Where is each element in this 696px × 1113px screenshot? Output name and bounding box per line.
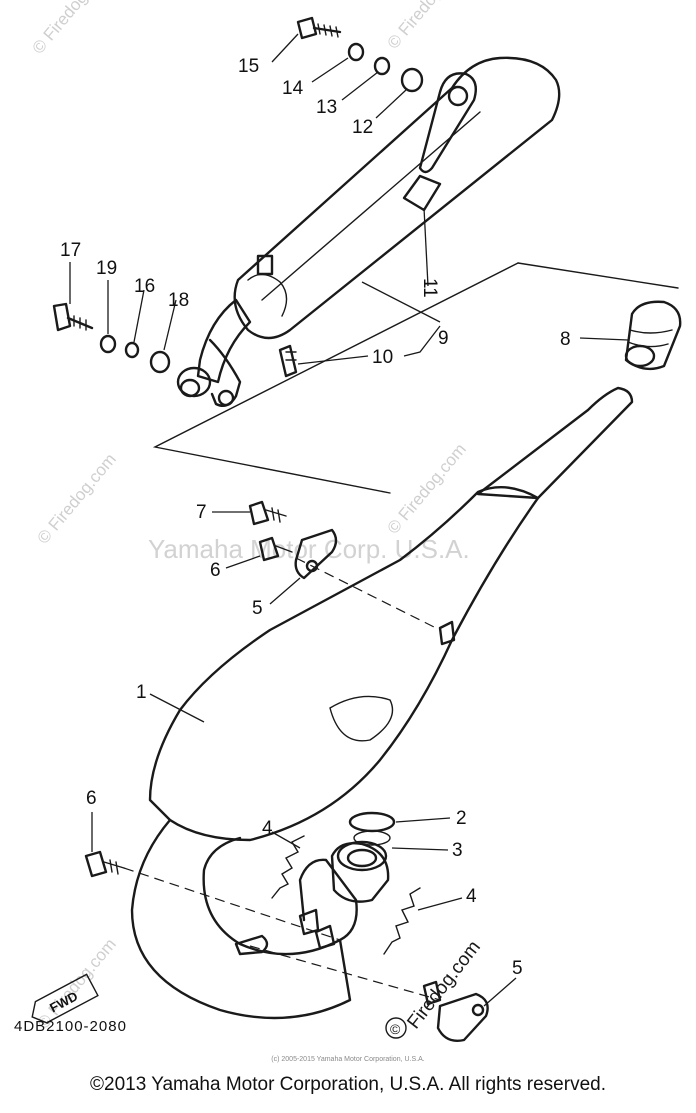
- callout-19: 19: [96, 258, 117, 279]
- callout-5: 5: [252, 598, 263, 619]
- watermark-firedog: © Firedog.com: [29, 0, 115, 58]
- spring-4b: [383, 887, 421, 955]
- callout-11: 11: [419, 278, 440, 298]
- leader-lines: [69, 33, 629, 1007]
- callout-1: 1: [136, 682, 147, 703]
- grommet-18: [149, 350, 171, 374]
- callout-12: 12: [352, 117, 373, 138]
- bolt-10: [278, 344, 298, 378]
- callout-2: 2: [456, 808, 467, 829]
- copyright-footer: ©2013 Yamaha Motor Corporation, U.S.A. A…: [90, 1074, 606, 1095]
- callout-6: 6: [210, 560, 221, 581]
- grommet-12: [400, 67, 424, 93]
- bolt-15: [296, 16, 342, 40]
- bolt-6-upper: [258, 536, 293, 562]
- callout-4-right: 4: [466, 886, 477, 907]
- watermarks: © Firedog.com © Firedog.com © Firedog.co…: [29, 0, 470, 1033]
- firedog-brand-text: Firedog.com: [403, 937, 485, 1033]
- callout-4: 4: [262, 818, 273, 839]
- alignment-lines: [123, 557, 441, 1001]
- watermark-firedog: © Firedog.com: [384, 440, 470, 538]
- exhaust-chamber: [84, 386, 634, 1042]
- callout-3: 3: [452, 840, 463, 861]
- callout-10: 10: [372, 347, 393, 368]
- callout-13: 13: [316, 97, 337, 118]
- washer-14: [347, 42, 365, 62]
- muffler-assembly: [52, 16, 682, 494]
- bolt-7: [248, 500, 287, 526]
- callout-18: 18: [168, 290, 189, 311]
- callout-6-lower: 6: [86, 788, 97, 809]
- collar-13: [373, 56, 391, 76]
- callout-14: 14: [282, 78, 304, 99]
- gasket-2: [348, 811, 396, 833]
- callout-labels: 15 14 13 12 17 19 16 18 11 9 10 8 7 6 5 …: [60, 56, 571, 979]
- callout-5-lower: 5: [512, 958, 523, 979]
- spring-4a: [271, 835, 305, 899]
- callout-16: 16: [134, 276, 155, 297]
- watermark-firedog: © Firedog.com: [384, 0, 470, 53]
- callout-8: 8: [560, 329, 571, 350]
- callout-15: 15: [238, 56, 259, 77]
- firedog-copyright-glyph: ©: [390, 1021, 401, 1037]
- callout-17: 17: [60, 240, 81, 261]
- bolt-17: [52, 302, 94, 332]
- watermark-firedog: © Firedog.com: [34, 450, 120, 548]
- collar-16: [124, 341, 140, 359]
- callout-9: 9: [438, 328, 449, 349]
- joint-8: [624, 300, 682, 371]
- bolt-6-lower: [84, 850, 125, 878]
- washer-19: [99, 334, 117, 354]
- bracket-5-upper: [294, 528, 338, 580]
- callout-7: 7: [196, 502, 207, 523]
- firedog-mark: © Firedog.com: [385, 937, 485, 1039]
- diagram-code: 4DB2100-2080: [14, 1018, 127, 1035]
- small-copyright: (c) 2005-2015 Yamaha Motor Corporation, …: [271, 1056, 425, 1063]
- o-ring-3: [353, 830, 391, 846]
